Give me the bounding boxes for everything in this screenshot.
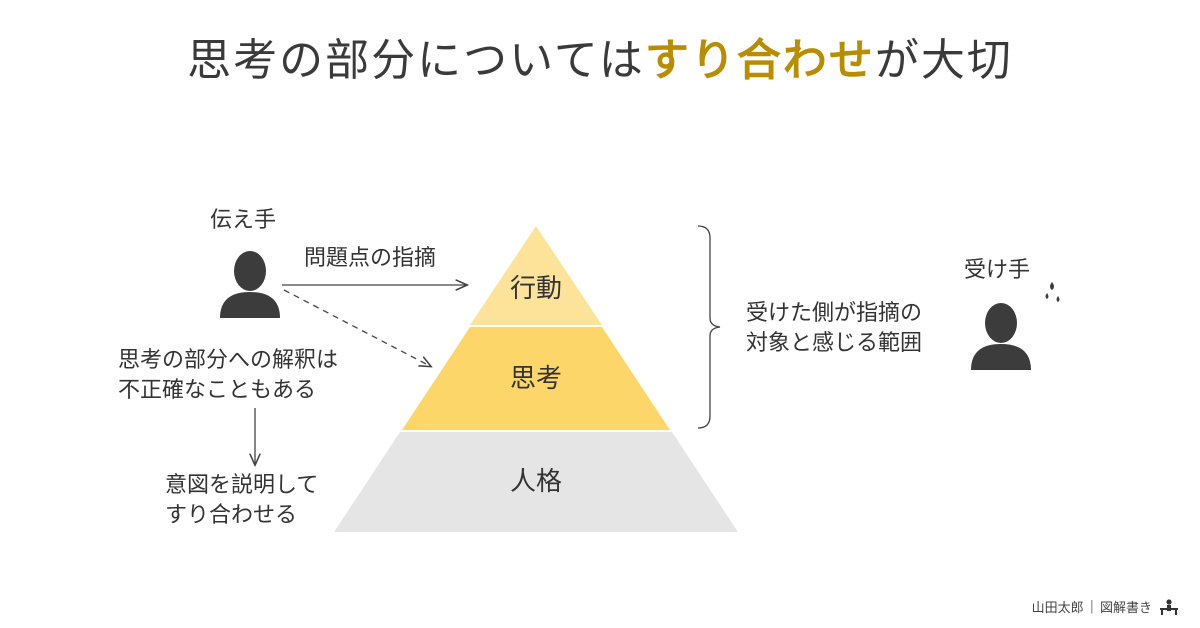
layer-label-personality: 人格 (509, 467, 562, 497)
title-highlight: すり合わせ (644, 35, 875, 86)
page-title: 思考の部分についてはすり合わせが大切 (0, 24, 1200, 88)
note-line-2: 不正確なこともある (118, 378, 317, 403)
range-bracket (697, 225, 721, 429)
pyramid-layer-bottom (334, 432, 738, 532)
sweat-drops-icon (1045, 282, 1060, 302)
range-line-1: 受けた側が指摘の (746, 301, 923, 326)
solution-line-1: 意図を説明して (165, 473, 319, 498)
footer-brand: 図解書き (1099, 601, 1152, 616)
sender-person-icon (220, 251, 280, 318)
footer-credit: 山田太郎 | 図解書き (1032, 597, 1180, 616)
solution-text: 意図を説明して すり合わせる (165, 471, 318, 531)
pyramid-layer-middle (402, 327, 670, 430)
receiver-person-icon (971, 303, 1031, 370)
title-prefix: 思考の部分については (187, 35, 645, 86)
range-text: 受けた側が指摘の 対象と感じる範囲 (746, 299, 922, 359)
layer-label-action: 行動 (509, 274, 562, 304)
footer-separator: | (1089, 599, 1094, 614)
dashed-arrow (283, 289, 430, 366)
title-suffix: が大切 (874, 35, 1013, 86)
layer-label-thinking: 思考 (509, 364, 562, 394)
solution-line-2: すり合わせる (165, 503, 298, 528)
sender-label: 伝え手 (210, 208, 277, 233)
range-line-2: 対象と感じる範囲 (746, 331, 923, 356)
note-line-1: 思考の部分への解釈は (118, 348, 339, 373)
pyramid-layer-top (470, 226, 602, 325)
arrow-label: 問題点の指摘 (304, 246, 437, 271)
interpretation-note: 思考の部分への解釈は 不正確なこともある (118, 346, 338, 406)
desk-person-icon (1160, 598, 1178, 615)
footer-author: 山田太郎 (1031, 601, 1084, 616)
receiver-label: 受け手 (964, 258, 1031, 283)
